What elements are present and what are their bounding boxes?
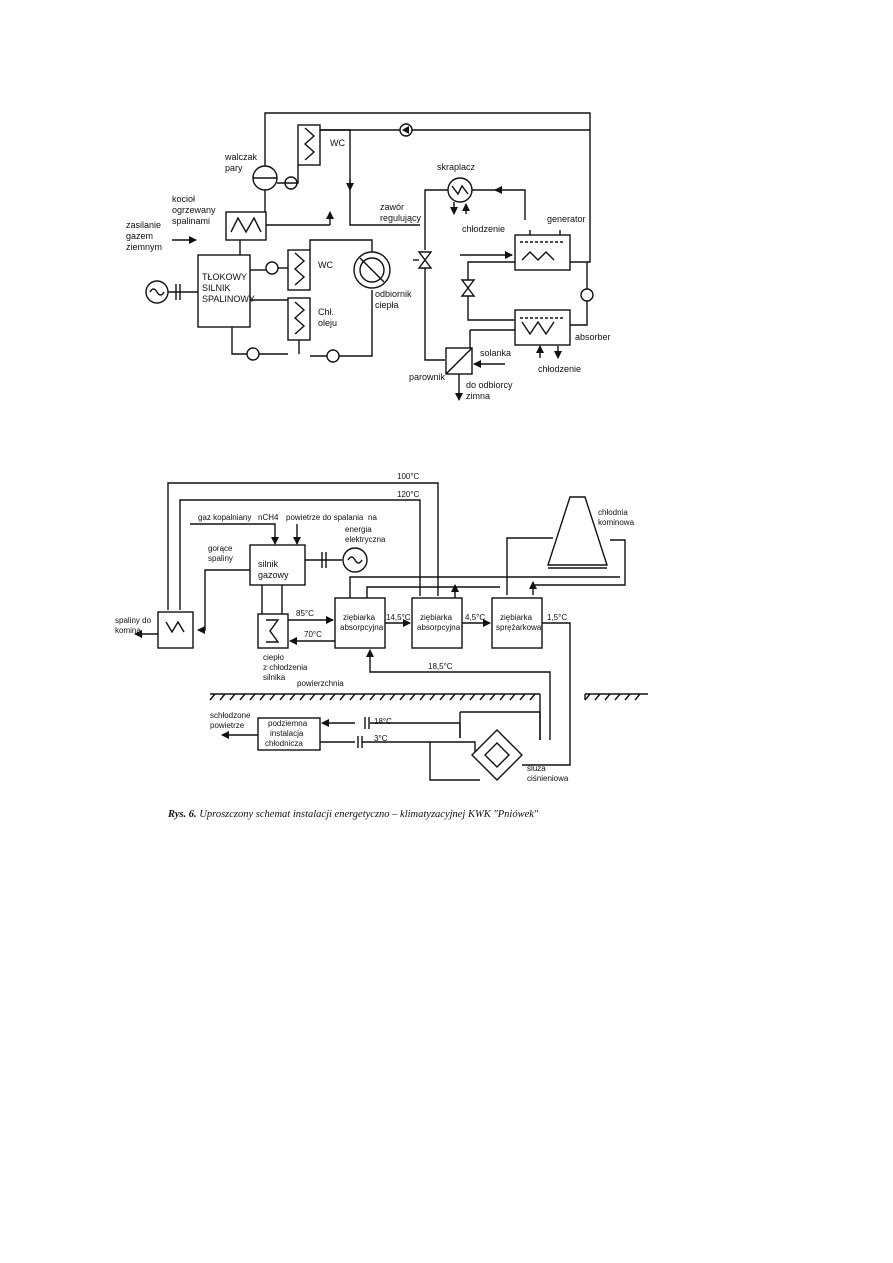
- powietrze-label: powietrze do spalania: [286, 513, 364, 522]
- t3-label: 3°C: [374, 734, 388, 743]
- absorption-chiller-2: [411, 597, 463, 649]
- zieb1-label: ziębiarka absorpcyjna: [340, 613, 384, 632]
- zieb2-label: ziębiarka absorpcyjna: [417, 613, 461, 632]
- wc-mid-label: WC: [318, 260, 333, 270]
- boiler-box: [225, 211, 267, 241]
- cooling-tower: [547, 496, 608, 566]
- nch4-label: nCH4: [258, 513, 279, 522]
- chlodzenie1-label: chłodzenie: [462, 224, 505, 234]
- bottom-diagram: 100°C 120°C gaz kopalniany nCH4 powietrz…: [115, 472, 648, 783]
- energia-label: energia elektryczna: [345, 525, 386, 544]
- valve-icon: [413, 251, 433, 269]
- solanka-label: solanka: [480, 348, 511, 358]
- schlodzone-label: schłodzone powietrze: [210, 711, 253, 730]
- heat-receiver-icon: [353, 251, 391, 289]
- t100-label: 100°C: [397, 472, 420, 481]
- t15-label: 1,5°C: [547, 613, 567, 622]
- podziemna-label: podziemna instalacja chłodnicza: [265, 719, 309, 748]
- engine-label: TŁOKOWY SILNIK SPALINOWY: [202, 272, 255, 304]
- t45-label: 4,5°C: [465, 613, 485, 622]
- zieb3-label: ziębiarka sprężarkowa: [496, 613, 542, 632]
- compressor-chiller: [491, 597, 543, 649]
- t145-label: 14,5°C: [386, 613, 411, 622]
- chlodzenie2-label: chłodzenie: [538, 364, 581, 374]
- t185-label: 18,5°C: [428, 662, 453, 671]
- pump-icon: [326, 349, 340, 363]
- pump-icon: [265, 261, 279, 275]
- t120-label: 120°C: [397, 490, 420, 499]
- pipe-top-loop: [264, 112, 591, 263]
- chlodnia-label: chłodnia kominowa: [598, 508, 635, 527]
- parownik-label: parownik: [409, 372, 446, 382]
- pressure-lock-icon: [471, 729, 523, 781]
- chl-oleju-label: Chł. oleju: [318, 307, 337, 328]
- skraplacz-label: skraplacz: [437, 162, 476, 172]
- pump-icon: [246, 347, 260, 361]
- sluza-label: śluza ciśnieniowa: [527, 764, 569, 783]
- ac-generator-icon: [145, 280, 198, 304]
- kociol-label: kocioł ogrzewany spalinami: [172, 194, 218, 226]
- exhaust-exchanger: [157, 611, 194, 649]
- engine-cooling-exchanger: [257, 613, 289, 649]
- odbiorcy-label: do odbiorcy zimna: [466, 380, 515, 401]
- generator-box: [514, 234, 571, 271]
- wc-mid-exchanger: [287, 249, 311, 291]
- ac-generator-icon: [305, 547, 368, 573]
- t70-label: 70°C: [304, 630, 322, 639]
- spaliny-komin-label: spaliny do komina: [115, 616, 153, 635]
- t18-label: 18°C: [374, 717, 392, 726]
- valve-icon: [460, 279, 476, 297]
- odbiornik-label: odbiornik ciepła: [375, 289, 414, 310]
- silnik-label: silnik gazowy: [258, 559, 289, 580]
- pump-icon: [399, 123, 413, 137]
- zawor-label: zawór regulujący: [380, 202, 422, 223]
- gorace-label: gorące spaliny: [208, 544, 235, 563]
- engine-box: [197, 254, 251, 328]
- na-label: na: [368, 513, 377, 522]
- underground-cooling-unit: [257, 717, 321, 751]
- wc-top-label: WC: [330, 138, 345, 148]
- generator-label: generator: [547, 214, 586, 224]
- gaz-label: gaz kopalniany: [198, 513, 251, 522]
- gas-engine-box: [249, 544, 306, 586]
- absorber-label: absorber: [575, 332, 611, 342]
- t85-label: 85°C: [296, 609, 314, 618]
- cieplo-label: ciepło z chłodzenia silnika: [263, 653, 310, 682]
- walczak-label: walczak pary: [224, 152, 260, 173]
- oil-cooler-exchanger: [287, 297, 311, 341]
- powierzchnia-label: powierzchnia: [297, 679, 344, 688]
- top-diagram: WC walczak pary kocioł ogrzewany spalina…: [126, 112, 611, 401]
- zasilanie-label: zasilanie gazem ziemnym: [126, 220, 164, 252]
- wc-top-exchanger: [297, 124, 321, 166]
- pump-icon: [580, 288, 594, 302]
- figure-caption: Rys. 6. Uproszczony schemat instalacji e…: [167, 809, 539, 820]
